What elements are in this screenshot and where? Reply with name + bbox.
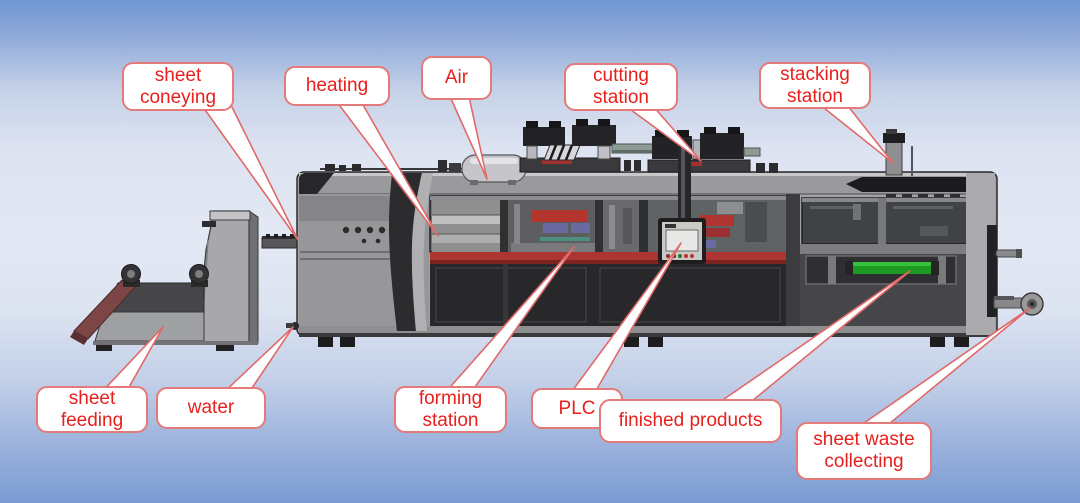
waste-winder (993, 292, 1044, 316)
cabinet-dot (375, 238, 381, 244)
cabinet-dot (361, 238, 367, 244)
machine-foot (648, 337, 663, 347)
bottom-shadow (299, 333, 995, 337)
cabinet-corner (299, 173, 334, 194)
callout-forming-station: forming station (394, 386, 507, 433)
mid-band (800, 244, 970, 254)
cabinet-swoosh (389, 173, 422, 331)
feeder-base-front (94, 311, 205, 342)
callout-label: Air (444, 67, 469, 89)
left-cabinet (299, 173, 433, 331)
right-section (800, 177, 975, 326)
callout-water: water (156, 387, 266, 429)
plc-button (666, 254, 670, 258)
sheet-feeder-unit (70, 210, 259, 351)
process-windows (429, 195, 787, 253)
machine-foot (318, 337, 333, 347)
callout-label: forming station (418, 387, 483, 431)
feeder-base-rail (93, 341, 258, 345)
arrow-band (846, 177, 975, 192)
plc-button (690, 254, 694, 258)
feed-roller-hub (127, 270, 135, 278)
feeder-foot (216, 345, 234, 351)
main-machine (296, 171, 998, 347)
plc-panel (658, 148, 706, 264)
callout-label: cutting station (593, 65, 649, 108)
feeder-tower-cap (209, 210, 251, 221)
deck-highlight (299, 173, 995, 176)
press-unit-left (519, 119, 621, 173)
callout-sheet-waste-collecting: sheet waste collecting (796, 422, 932, 480)
stacking-post (883, 129, 913, 176)
plc-button (684, 254, 688, 258)
side-rod (995, 249, 1022, 258)
callout-label: finished products (618, 410, 763, 432)
callout-label: heating (305, 75, 369, 97)
window-pane (603, 200, 639, 252)
roller-bracket (931, 261, 939, 275)
plc-brand (665, 224, 676, 228)
callout-finished-products: finished products (599, 399, 782, 443)
callout-heating: heating (284, 66, 390, 106)
callout-sheet-conveying: sheet coneying (122, 62, 234, 111)
cabinet-dot (342, 226, 350, 234)
roller-highlight (853, 262, 931, 266)
section-divider (786, 194, 800, 326)
feed-roller-hub (195, 270, 203, 278)
feed-ramp-foot (70, 331, 88, 345)
feeder-tower-handle (202, 221, 216, 227)
valve (438, 160, 447, 172)
machine-foot (624, 337, 639, 347)
cabinet-dot (378, 226, 386, 234)
feeder-tower-side (248, 210, 259, 344)
top-equipment (320, 119, 913, 185)
callout-label: PLC (558, 397, 596, 419)
callout-cutting-station: cutting station (564, 63, 678, 111)
cabinet-swoosh-trim (411, 173, 433, 331)
feeder-foot (96, 345, 112, 351)
cabinet-dot (366, 226, 374, 234)
machine-foot (954, 337, 969, 347)
callout-label: sheet coneying (139, 64, 217, 108)
callout-label: sheet feeding (60, 387, 124, 431)
machine-foot (930, 337, 945, 347)
bottom-rail (299, 326, 995, 336)
machine-foot (340, 337, 355, 347)
air-tank (461, 154, 527, 185)
callout-sheet-feeding: sheet feeding (36, 386, 148, 433)
right-edge-strip (987, 225, 997, 317)
red-stripe (430, 252, 786, 264)
roller-bracket (845, 261, 853, 275)
heating-window (432, 200, 500, 252)
callout-label: stacking station (780, 63, 850, 107)
plc-screen (665, 229, 699, 252)
deck-box (769, 163, 778, 173)
callout-air: Air (421, 56, 492, 100)
deck-box (756, 163, 765, 173)
callout-label: water (187, 397, 235, 419)
callout-stacking-station: stacking station (759, 62, 871, 109)
lower-panels (430, 264, 786, 326)
callout-label: sheet waste collecting (813, 429, 915, 472)
plc-button (678, 254, 682, 258)
cabinet-dot (354, 226, 362, 234)
valve (449, 163, 461, 172)
